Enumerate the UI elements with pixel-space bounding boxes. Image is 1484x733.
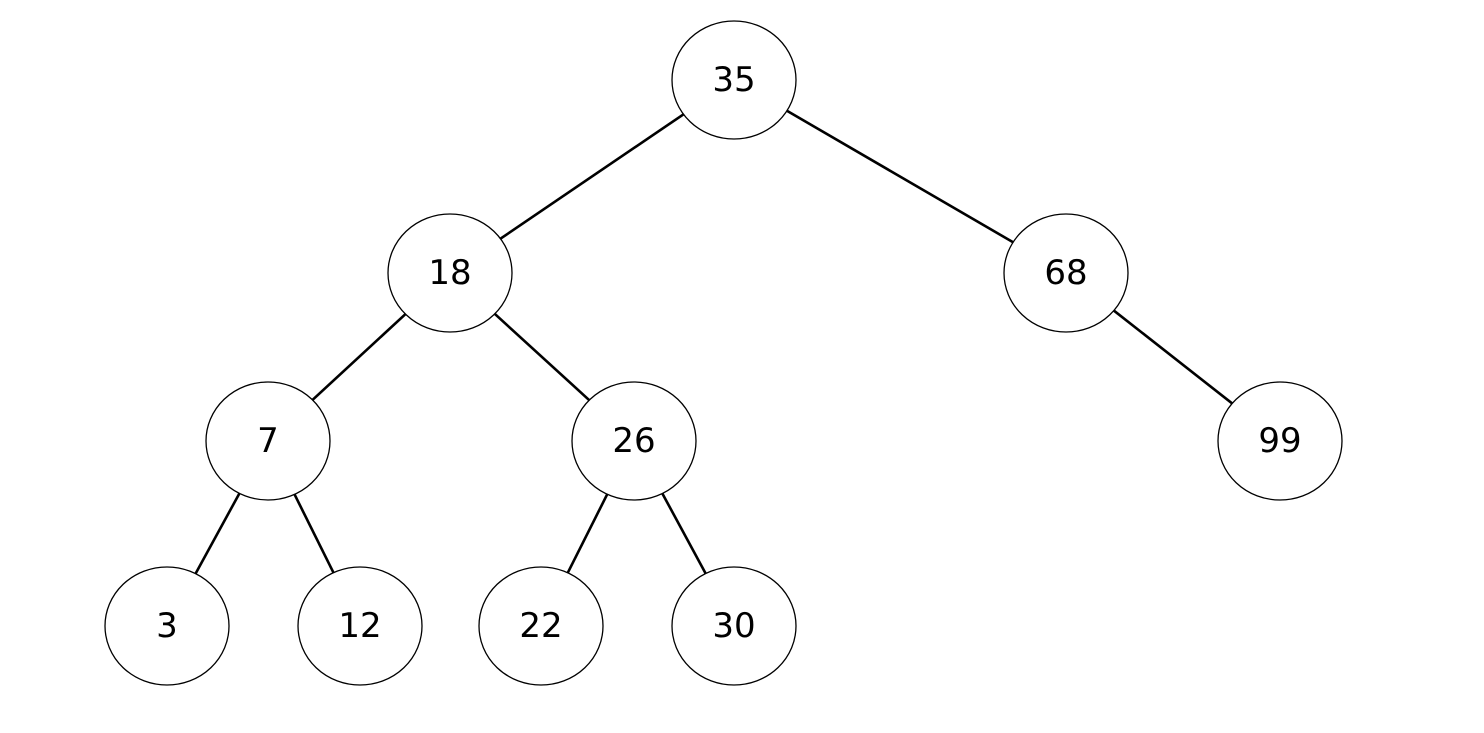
tree-node-circle [1003,213,1129,333]
tree-node-label: 12 [338,606,381,646]
tree-nodes: 35 18 68 7 26 99 3 12 22 30 [104,20,1343,686]
tree-node-26: 26 [571,381,697,501]
tree-node-label: 99 [1258,421,1301,461]
tree-node-68: 68 [1003,213,1129,333]
tree-edge-7-12 [293,493,335,574]
tree-node-label: 30 [712,606,755,646]
tree-node-3: 3 [104,566,230,686]
tree-edge-7-3 [194,492,241,575]
tree-node-circle [297,566,423,686]
tree-node-circle [671,20,797,140]
tree-node-circle [1217,381,1343,501]
tree-node-label: 26 [612,421,655,461]
tree-edges [194,109,1233,575]
tree-node-35: 35 [671,20,797,140]
tree-edge-35-18 [499,113,685,240]
tree-node-7: 7 [205,381,331,501]
tree-node-circle [205,381,331,501]
tree-node-label: 18 [428,253,471,293]
tree-node-circle [571,381,697,501]
tree-edge-68-99 [1113,309,1233,405]
tree-node-30: 30 [671,566,797,686]
tree-node-label: 7 [257,421,279,461]
tree-node-99: 99 [1217,381,1343,501]
tree-node-label: 35 [712,60,755,100]
tree-node-18: 18 [387,213,513,333]
tree-node-12: 12 [297,566,423,686]
tree-node-circle [671,566,797,686]
tree-node-22: 22 [478,566,604,686]
tree-edge-26-22 [566,493,609,574]
tree-node-circle [104,566,230,686]
tree-node-label: 3 [156,606,178,646]
tree-node-label: 68 [1044,253,1087,293]
tree-node-circle [478,566,604,686]
tree-edge-35-68 [786,109,1014,244]
tree-edge-18-7 [311,313,407,401]
tree-node-circle [387,213,513,333]
tree-edge-18-26 [493,312,591,402]
tree-edge-26-30 [661,492,707,575]
tree-node-label: 22 [519,606,562,646]
